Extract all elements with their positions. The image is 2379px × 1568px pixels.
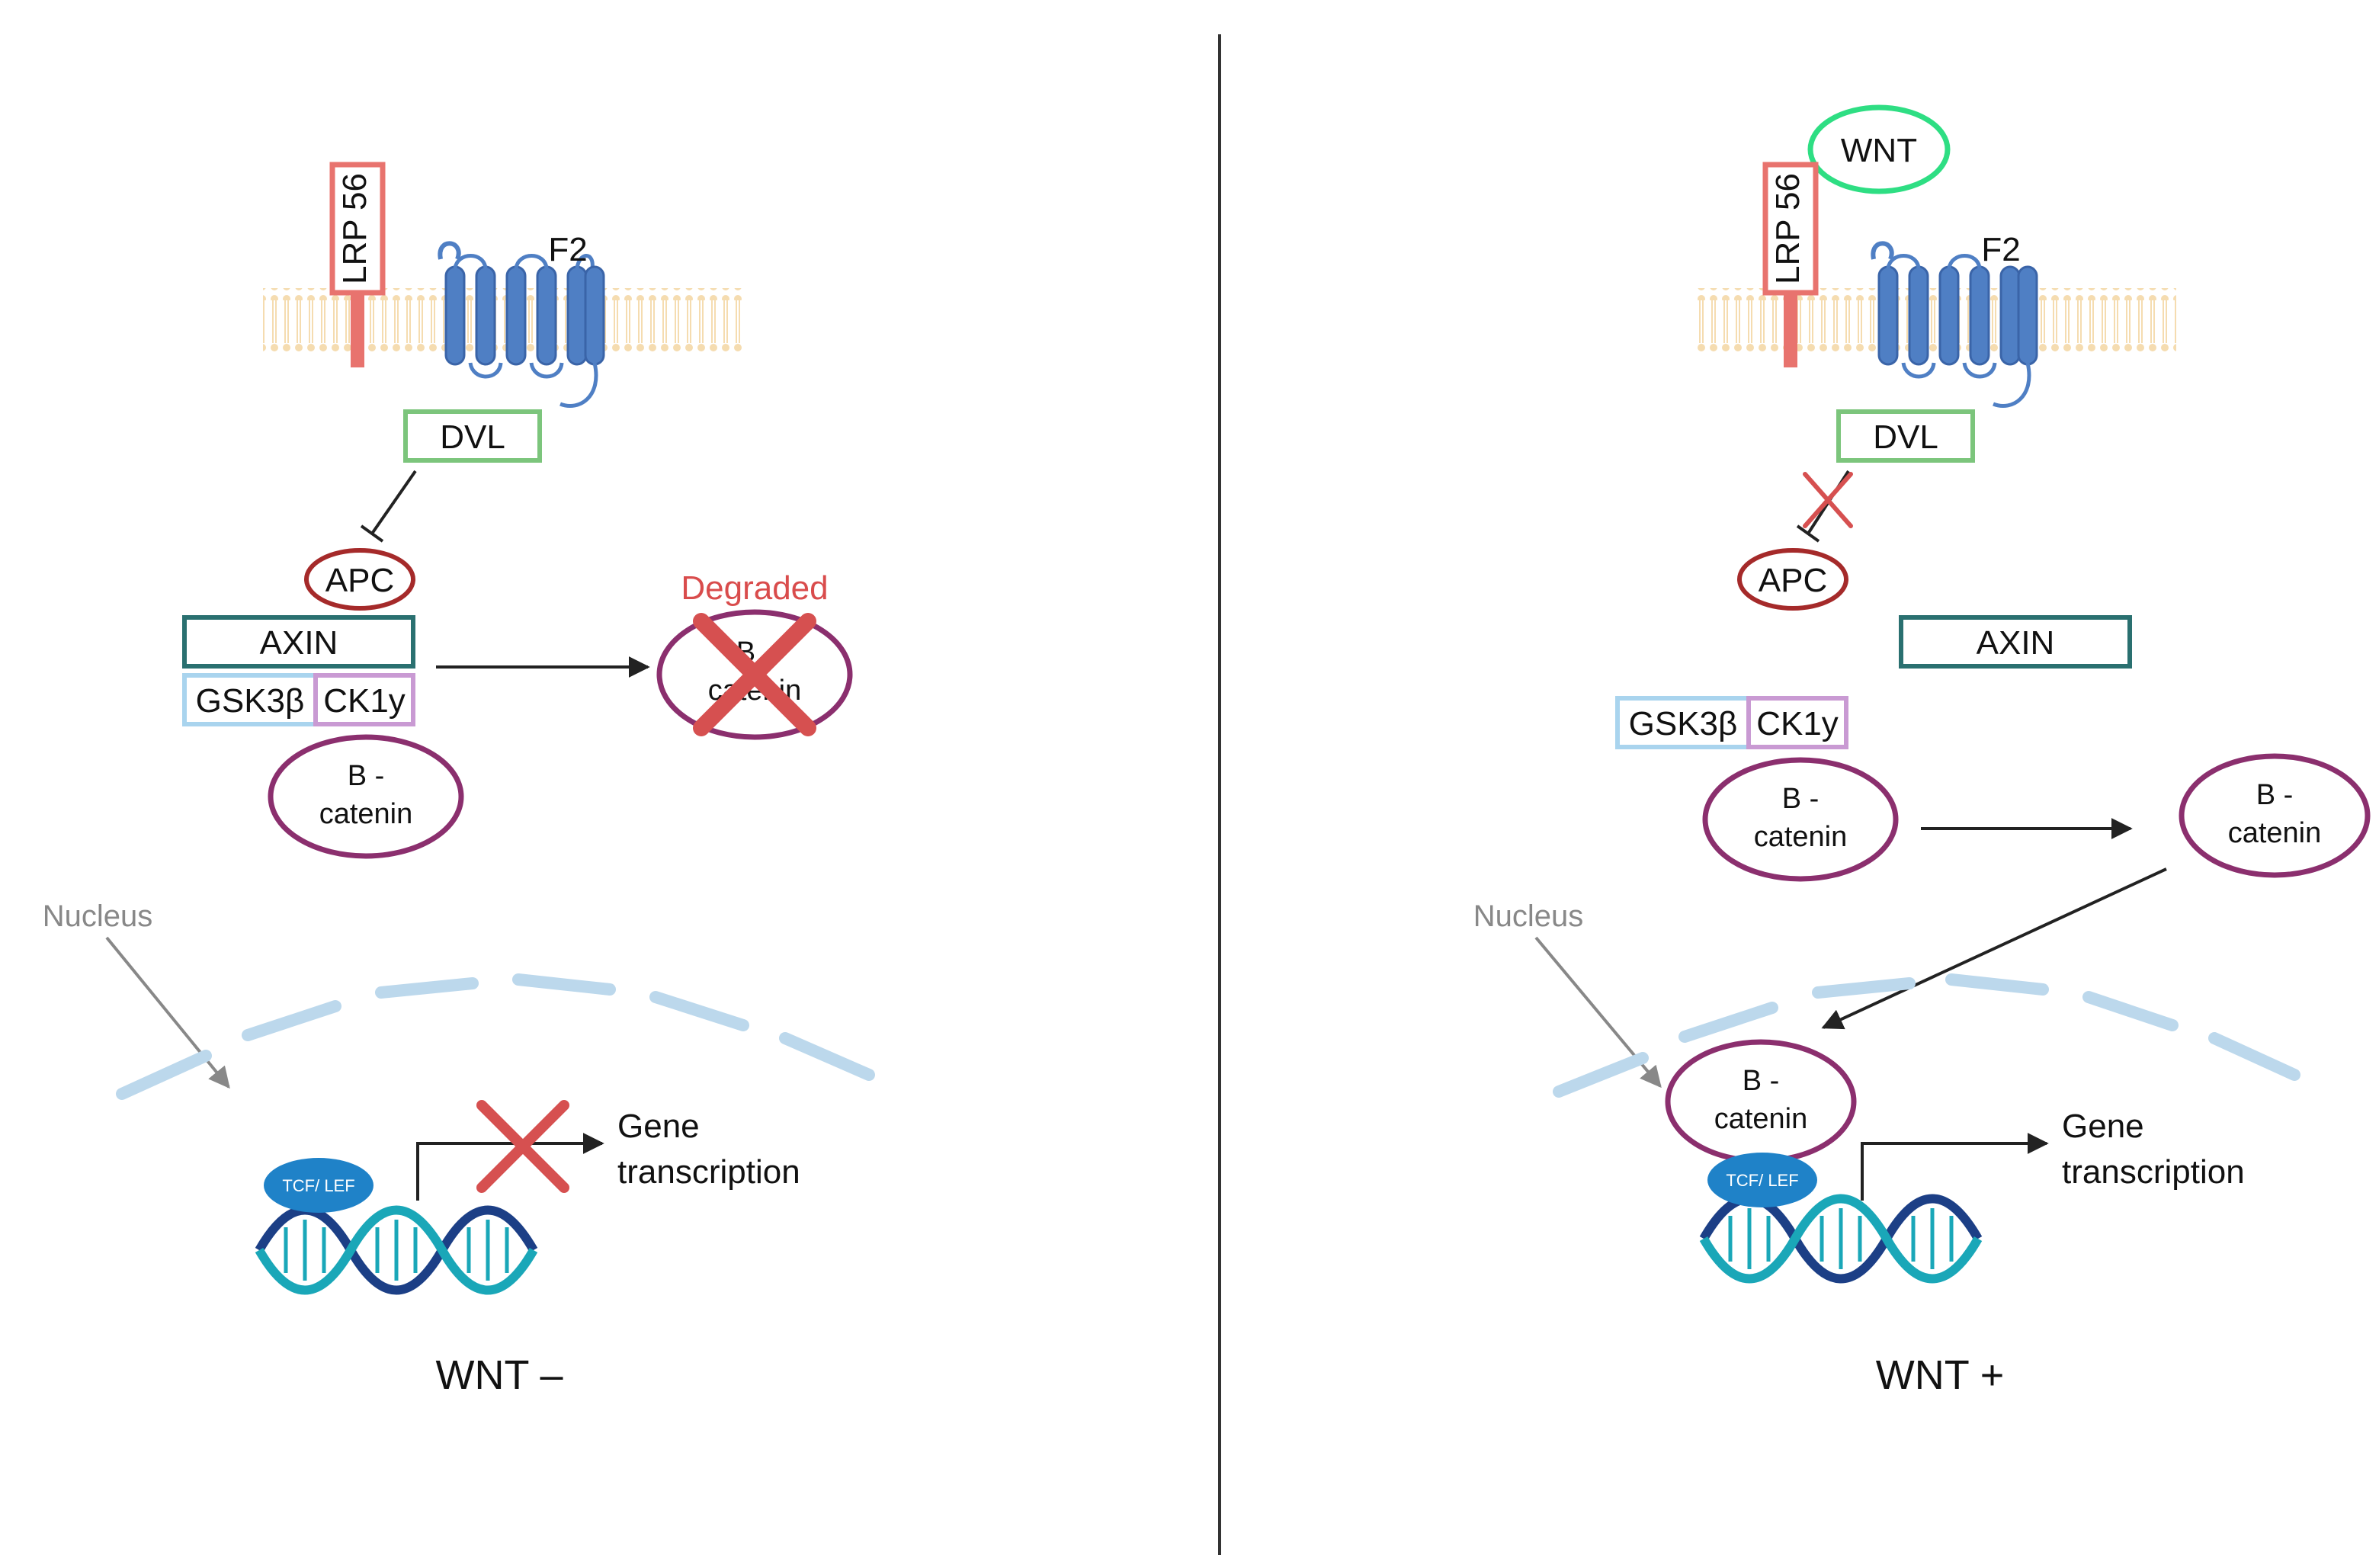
transcription-label: transcription: [2062, 1153, 2245, 1191]
ck1y-box: [1746, 696, 1848, 749]
caption-wnt-off: WNT –: [435, 1352, 563, 1398]
beta-catenin-label-1: B -: [1782, 783, 1820, 815]
panel-wnt-on: WNT LRP 56 F2 DVL: [1473, 104, 2371, 1398]
beta-catenin-free-label-2: catenin: [2228, 817, 2322, 849]
tcf-lef-label: TCF/ LEF: [282, 1176, 354, 1195]
tcf-lef-ellipse: [1707, 1153, 1817, 1207]
beta-catenin-label-2: catenin: [1754, 821, 1848, 853]
blocked-cross-icon: [476, 1100, 569, 1193]
dna-helix-icon: [255, 1205, 538, 1295]
panel-wnt-off: LRP 56 F2 DVL APC AXIN: [43, 162, 875, 1398]
apc-ellipse: [1737, 548, 1848, 611]
dvl-label: DVL: [440, 418, 505, 456]
gsk3b-box: [182, 673, 318, 726]
axin-label: AXIN: [260, 624, 338, 662]
frizzled-label: F2: [1981, 231, 2020, 268]
dvl-box: [403, 409, 542, 463]
axin-label: AXIN: [1977, 624, 2055, 662]
dna-helix-icon: [1699, 1194, 1983, 1284]
transcription-label: transcription: [617, 1153, 800, 1191]
ck1y-label: CK1y: [1756, 705, 1839, 742]
caption-wnt-on: WNT +: [1876, 1352, 2005, 1398]
gsk3b-label: GSK3β: [196, 682, 305, 720]
transcription-arrow: [1861, 1133, 2049, 1201]
axin-box: [1899, 615, 2132, 669]
blocked-inhibition-cross-icon: [1803, 472, 1853, 528]
apc-label: APC: [325, 562, 394, 599]
nuclear-beta-catenin-label-1: B -: [1743, 1065, 1780, 1097]
nuclear-envelope: [1553, 973, 2300, 1098]
dvl-label: DVL: [1873, 418, 1938, 456]
gsk3b-label: GSK3β: [1629, 705, 1738, 742]
lrp56-receptor: LRP 56: [329, 162, 386, 367]
cell-membrane: [1696, 288, 2176, 355]
beta-catenin-ellipse: [268, 734, 464, 859]
nuclear-translocation-arrow: [1821, 867, 2167, 1030]
frizzled-receptor: F2: [1871, 231, 2038, 409]
apc-ellipse: [304, 548, 415, 611]
nucleus-pointer: [105, 936, 230, 1089]
tcf-lef-label: TCF/ LEF: [1726, 1171, 1798, 1190]
dvl-box: [1836, 409, 1975, 463]
axin-box: [182, 615, 415, 669]
beta-catenin-free-ellipse: [2179, 753, 2371, 878]
nucleus-label: Nucleus: [1473, 899, 1584, 933]
degraded-label: Degraded: [681, 569, 828, 607]
beta-catenin-ellipse: [1702, 757, 1899, 882]
nuclear-envelope: [116, 973, 875, 1100]
cell-membrane: [263, 288, 743, 355]
beta-catenin-free-label-1: B -: [2256, 779, 2294, 811]
transcription-arrow: [416, 1133, 604, 1201]
dvl-inhibits-apc: [370, 470, 417, 535]
nuclear-beta-catenin-ellipse: [1665, 1039, 1857, 1164]
frizzled-label: F2: [548, 231, 587, 268]
frizzled-receptor: F2: [438, 231, 605, 409]
apc-label: APC: [1759, 562, 1827, 599]
lrp56-label: LRP 56: [1769, 173, 1807, 284]
beta-catenin-label-2: catenin: [319, 798, 413, 830]
wnt-ligand-label: WNT: [1841, 132, 1917, 169]
tcf-lef-ellipse: [264, 1158, 374, 1213]
ck1y-label: CK1y: [323, 682, 406, 720]
gene-label: Gene: [617, 1108, 700, 1145]
nuclear-beta-catenin-label-2: catenin: [1714, 1103, 1808, 1135]
lrp56-receptor: LRP 56: [1762, 162, 1819, 367]
ck1y-box: [313, 673, 415, 726]
beta-catenin-label-1: B -: [348, 760, 385, 792]
degraded-cross-icon: [693, 613, 816, 736]
lrp56-label: LRP 56: [336, 173, 374, 284]
gsk3b-box: [1615, 696, 1751, 749]
wnt-ligand: [1807, 104, 1951, 194]
nucleus-label: Nucleus: [43, 899, 153, 933]
gene-label: Gene: [2062, 1108, 2144, 1145]
